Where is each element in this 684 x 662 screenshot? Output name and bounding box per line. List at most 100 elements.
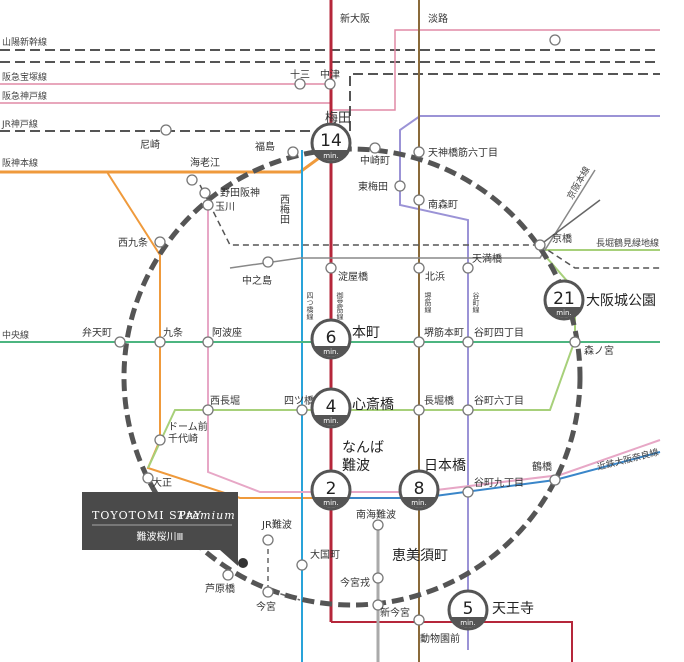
badge-shinsaibashi-num: 4 xyxy=(326,397,337,417)
station-yodoyabashi: 淀屋橋 xyxy=(338,270,368,283)
station-nakanoshima: 中之島 xyxy=(242,274,272,287)
station-shinsaibashi: 心斎橋 xyxy=(352,396,394,413)
label-sakaisuji-line: 堺筋線 xyxy=(424,291,432,313)
badge-shinsaibashi-unit: min. xyxy=(323,417,338,425)
station-dots xyxy=(114,34,581,626)
badge-hommachi-num: 6 xyxy=(326,328,337,348)
badge-umeda: 14 min. xyxy=(310,122,352,164)
station-chiyozaki: 千代崎 xyxy=(168,432,198,445)
station-shin-imamiya: 新今宮 xyxy=(380,606,410,619)
station-daikokucho: 大国町 xyxy=(310,548,340,561)
badge-nipponbashi-num: 8 xyxy=(414,479,425,499)
label-midosuji-line: 御堂筋線 xyxy=(336,291,344,320)
station-dobutsuen-mae: 動物園前 xyxy=(420,632,460,645)
station-minami-morimachi: 南森町 xyxy=(428,198,458,211)
station-labels: 新大阪 淡路 十三 中津 梅田 尼崎 海老江 福島 中崎町 天神橋筋六丁目 東梅… xyxy=(82,12,656,645)
badge-nipponbashi: 8 min. xyxy=(398,469,440,511)
hotel-pointer xyxy=(220,550,238,566)
station-imamiya: 今宮 xyxy=(256,600,276,613)
station-tennoji: 天王寺 xyxy=(492,601,534,617)
label-hanshin: 阪神本線 xyxy=(2,157,38,169)
line-hankyu-kyoto xyxy=(330,29,660,111)
label-jr-kobe: JR神戸線 xyxy=(1,118,38,130)
station-tamagawa: 玉川 xyxy=(215,202,235,213)
station-ebisucho: 恵美須町 xyxy=(392,548,448,564)
label-yotsubashi-line: 四つ橋線 xyxy=(306,292,314,320)
station-morinomiya: 森ノ宮 xyxy=(584,344,614,357)
badge-osakajokoen-num: 21 xyxy=(553,289,575,309)
hotel-location: 難波桜川Ⅲ xyxy=(137,530,184,543)
station-awaji: 淡路 xyxy=(428,12,448,25)
line-nagahori xyxy=(147,249,660,469)
station-nipponbashi: 日本橋 xyxy=(424,458,466,474)
line-kintetsu xyxy=(330,451,661,499)
hotel-location-dot xyxy=(238,558,248,568)
station-amagasaki: 尼崎 xyxy=(140,138,160,151)
station-taisho: 大正 xyxy=(152,476,172,489)
badge-hommachi: 6 min. xyxy=(310,318,352,360)
label-hankyu-kobe: 阪急神戸線 xyxy=(2,90,47,102)
badge-umeda-unit: min. xyxy=(323,152,338,160)
station-juso: 十三 xyxy=(290,68,310,81)
station-nishi-umeda: 西梅田 xyxy=(278,194,290,224)
station-shin-osaka: 新大阪 xyxy=(340,12,370,25)
line-tanimachi-top xyxy=(399,115,660,650)
station-namba: なんば xyxy=(342,440,384,456)
station-jr-namba: JR難波 xyxy=(261,518,292,531)
hotel-name: TOYOTOMI STAY xyxy=(92,509,202,522)
hotel-box[interactable] xyxy=(82,492,238,550)
station-nishinagahori: 西長堀 xyxy=(210,395,240,407)
station-bentencho: 弁天町 xyxy=(82,326,112,339)
station-ebie: 海老江 xyxy=(190,156,220,169)
station-nakazakicho: 中崎町 xyxy=(360,154,390,167)
station-dome-mae: ドーム前 xyxy=(168,420,208,433)
badge-osakajokoen: 21 min. xyxy=(543,279,585,321)
badge-tennoji: 5 min. xyxy=(447,589,489,631)
station-higashi-umeda: 東梅田 xyxy=(358,180,388,193)
badge-nipponbashi-unit: min. xyxy=(411,499,426,507)
station-imamiyaebisu: 今宮戎 xyxy=(340,576,370,589)
station-nagahoribashi: 長堀橋 xyxy=(424,394,454,407)
station-awaza: 阿波座 xyxy=(212,326,242,339)
station-osakajokoen: 大阪城公園 xyxy=(586,293,656,309)
station-ashiharabashi: 芦原橋 xyxy=(205,582,235,595)
line-hanshin xyxy=(0,148,331,174)
badge-osakajokoen-unit: min. xyxy=(556,309,571,317)
label-sanyo-shinkansen: 山陽新幹線 xyxy=(2,36,47,48)
station-kitahama: 北浜 xyxy=(425,271,445,283)
station-nankai-namba: 南海難波 xyxy=(356,508,396,521)
badge-umeda-num: 14 xyxy=(320,131,342,151)
badge-shinsaibashi: 4 min. xyxy=(310,387,352,429)
label-nagahori: 長堀鶴見緑地線 xyxy=(596,237,659,249)
station-kyobashi: 京橋 xyxy=(552,232,572,245)
station-umeda: 梅田 xyxy=(325,111,351,126)
label-chuo: 中央線 xyxy=(2,329,29,341)
station-temmabashi: 天満橋 xyxy=(472,252,502,265)
label-hankyu-takarazuka: 阪急宝塚線 xyxy=(2,71,47,83)
time-badges: 14 min. 6 min. 4 min. 2 min. 8 xyxy=(310,122,585,631)
badge-namba-num: 2 xyxy=(326,479,337,499)
line-jr-tozai-2 xyxy=(539,244,660,269)
station-sakaisuji-hommachi: 堺筋本町 xyxy=(424,326,464,339)
station-tenjinbashi: 天神橋筋六丁目 xyxy=(428,146,498,159)
label-tanimachi-line: 谷町線 xyxy=(472,291,480,313)
badge-namba-unit: min. xyxy=(323,499,338,507)
station-kujo: 九条 xyxy=(163,326,183,339)
station-noda-hanshin: 野田阪神 xyxy=(220,186,260,199)
station-nishikujo: 西九条 xyxy=(118,236,148,249)
hotel-brand: Premium xyxy=(177,509,236,522)
badge-namba: 2 min. xyxy=(310,469,352,511)
line-midosuji-south xyxy=(331,621,573,662)
station-nanba: 難波 xyxy=(342,458,370,474)
badge-tennoji-num: 5 xyxy=(463,599,474,619)
hotel-marker[interactable]: TOYOTOMI STAY Premium 難波桜川Ⅲ xyxy=(82,492,248,568)
station-tanimachi-6: 谷町六丁目 xyxy=(474,395,524,407)
line-keihan-east xyxy=(539,199,601,246)
station-nakatsu: 中津 xyxy=(320,68,340,81)
osaka-loop-line xyxy=(121,146,583,608)
station-tsuruhashi: 鶴橋 xyxy=(532,460,552,473)
station-hommachi: 本町 xyxy=(352,325,380,341)
station-tanimachi-4: 谷町四丁目 xyxy=(474,327,524,339)
station-fukushima: 福島 xyxy=(255,140,275,153)
